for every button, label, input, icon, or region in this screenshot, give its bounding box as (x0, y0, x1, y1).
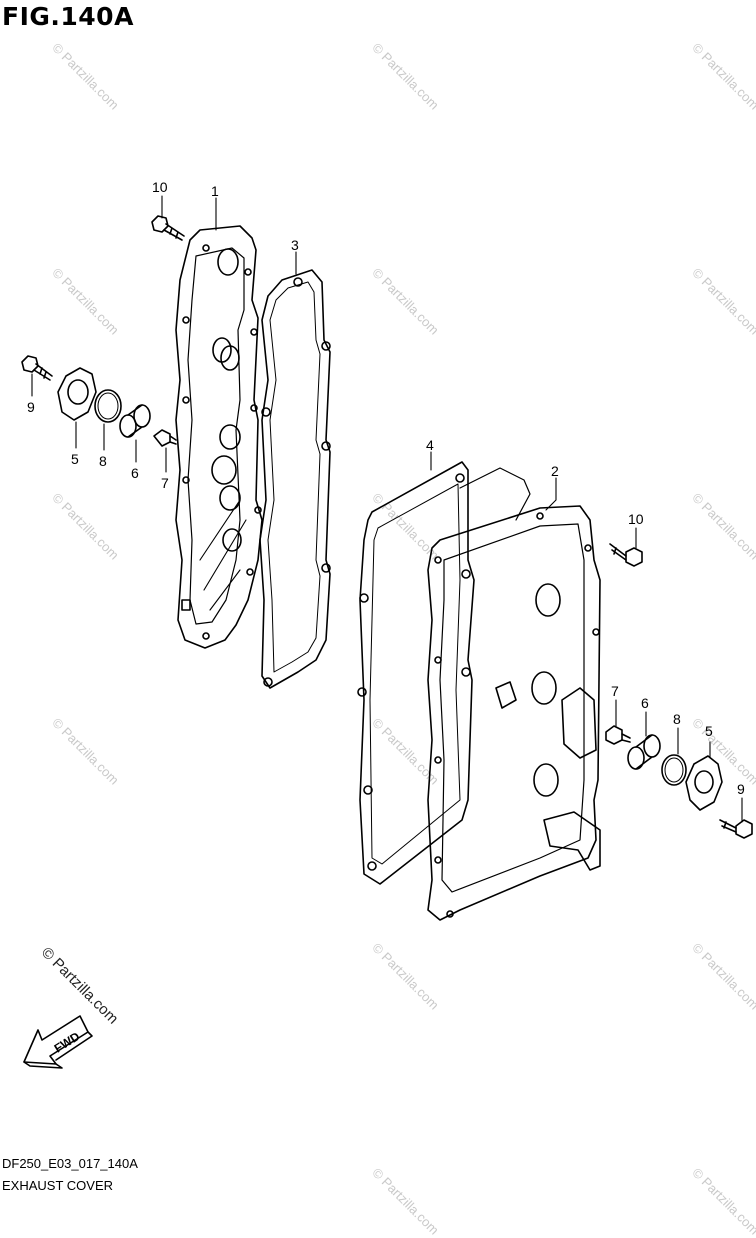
exploded-parts-diagram: 1 2 3 4 5 5 6 6 7 7 8 8 9 9 10 10 FWD (21, 179, 753, 1069)
callout-9-right: 9 (737, 781, 745, 797)
callout-7-left: 7 (161, 475, 169, 491)
o-ring-part-8-right[interactable] (661, 754, 687, 786)
callout-4: 4 (426, 437, 434, 453)
gasket-part-4[interactable] (357, 461, 531, 885)
callout-6-left: 6 (131, 465, 139, 481)
callout-2: 2 (551, 463, 559, 479)
bolt-part-9-left[interactable] (21, 355, 53, 381)
figure-title: FIG.140A (2, 2, 134, 31)
collar-part-6-left[interactable] (119, 404, 151, 438)
callout-10-left: 10 (152, 179, 168, 195)
collar-part-6-right[interactable] (627, 734, 661, 770)
figure-code: DF250_E03_017_140A (2, 1156, 138, 1171)
bolt-part-9-right[interactable] (719, 819, 753, 839)
figure-caption: EXHAUST COVER (2, 1178, 114, 1193)
bolt-part-10-right[interactable] (609, 543, 643, 567)
bolt-part-7-left[interactable] (153, 429, 177, 447)
gasket-part-3[interactable] (259, 269, 331, 689)
callout-3: 3 (291, 237, 299, 253)
fwd-arrow-icon: FWD (23, 1015, 93, 1069)
callout-5-right: 5 (705, 723, 713, 739)
callout-7-right: 7 (611, 683, 619, 699)
inner-cover-part-1[interactable] (175, 225, 263, 649)
bolt-part-7-right[interactable] (605, 725, 631, 745)
callout-6-right: 6 (641, 695, 649, 711)
outer-cover-part-2[interactable] (427, 505, 601, 921)
bolt-part-10-left[interactable] (151, 215, 185, 241)
callout-8-left: 8 (99, 453, 107, 469)
callout-10-right: 10 (628, 511, 644, 527)
callout-9-left: 9 (27, 399, 35, 415)
leader-lines (31, 195, 743, 823)
callout-5-left: 5 (71, 451, 79, 467)
o-ring-part-8-left[interactable] (94, 389, 122, 423)
callout-1: 1 (211, 183, 219, 199)
cover-part-5-right[interactable] (685, 755, 723, 811)
cover-part-5-left[interactable] (57, 367, 97, 421)
callout-8-right: 8 (673, 711, 681, 727)
